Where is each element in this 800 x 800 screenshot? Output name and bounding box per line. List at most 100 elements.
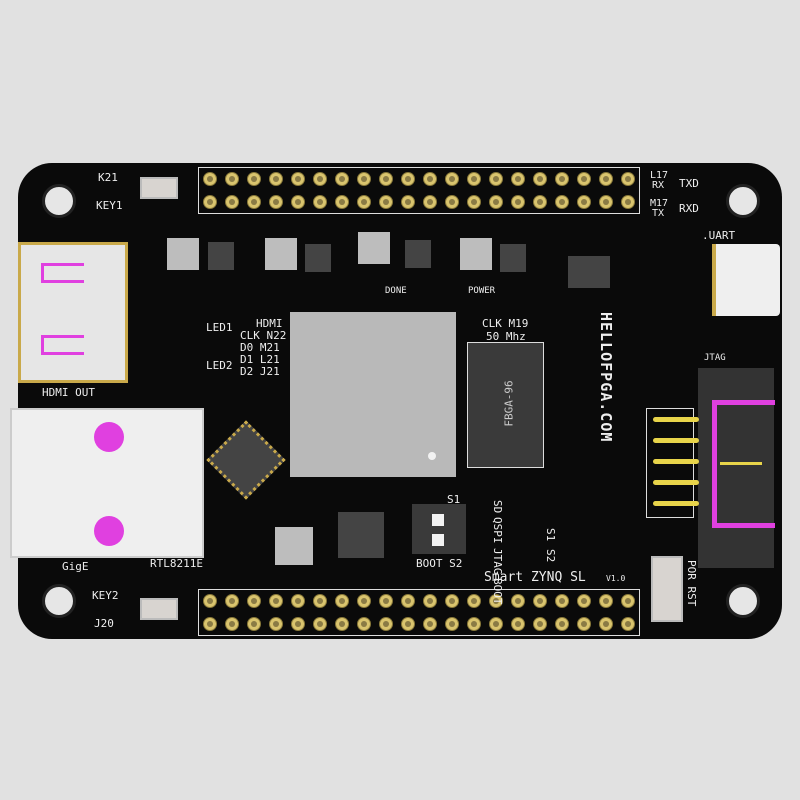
header-pin [335, 616, 349, 631]
board-version: V1.0 [606, 574, 626, 583]
zynq-soc-chip [290, 312, 456, 477]
mounting-hole [42, 584, 76, 618]
hdmi-d1: D1 L21 [240, 353, 280, 366]
led1-label: LED1 [206, 321, 233, 334]
header-pin [489, 616, 503, 631]
header-pin [511, 194, 525, 209]
header-pin [423, 616, 437, 631]
header-pin [445, 594, 459, 609]
inductor [275, 527, 313, 565]
key1-button[interactable] [140, 177, 178, 199]
ddr-memory-chip: FBGA-96 [467, 342, 544, 468]
usb-uart-chip [568, 256, 610, 288]
header-pin [621, 194, 635, 209]
l17-label: L17 [650, 170, 669, 181]
header-pin [599, 172, 613, 187]
txd-label: TXD [679, 177, 699, 190]
header-pin [489, 594, 503, 609]
hdmi-clk: CLK N22 [240, 329, 287, 342]
jtag-pin [653, 459, 699, 464]
header-pin [533, 616, 547, 631]
header-pin [379, 616, 393, 631]
header-pin [203, 594, 217, 609]
done-label: DONE [385, 286, 407, 296]
header-pin [621, 172, 635, 187]
boot-row-s2: S2 [544, 549, 557, 563]
key2-button[interactable] [140, 598, 178, 620]
jtag-pin [653, 417, 699, 422]
boot-dip-switch[interactable] [412, 504, 466, 554]
por-rst-label: POR RST [685, 560, 698, 607]
header-pin [203, 194, 217, 209]
por-reset-button[interactable] [651, 556, 683, 622]
jtag-connector[interactable] [698, 368, 775, 568]
header-pin [533, 594, 547, 609]
j20-label: J20 [94, 617, 114, 630]
hdmi-d0: D0 M21 [240, 341, 280, 354]
header-pin [247, 616, 261, 631]
rxd-label: RXD [679, 202, 699, 215]
header-pin [621, 594, 635, 609]
power-label: POWER [468, 286, 496, 296]
header-pin [291, 172, 305, 187]
header-pin [225, 172, 239, 187]
header-pin [225, 616, 239, 631]
inductor [358, 232, 390, 264]
header-pin [599, 616, 613, 631]
header-pin [423, 594, 437, 609]
phy-label: RTL8211E [150, 557, 203, 570]
header-pin [225, 594, 239, 609]
regulator-chip [305, 244, 331, 272]
header-pin [577, 172, 591, 187]
boot-col-boot: BOOT [491, 578, 504, 605]
usb-c-uart-port[interactable] [712, 244, 780, 316]
header-pin [313, 194, 327, 209]
inductor [167, 238, 199, 270]
header-pin [269, 616, 283, 631]
hdmi-out-label: HDMI OUT [42, 386, 95, 399]
header-pin [511, 594, 525, 609]
header-pin [555, 616, 569, 631]
header-pin [247, 172, 261, 187]
m17-label: M17 [650, 198, 669, 209]
header-pin [423, 194, 437, 209]
header-pin [357, 594, 371, 609]
header-pin [269, 594, 283, 609]
header-pin [489, 172, 503, 187]
header-pin [379, 594, 393, 609]
header-pin [533, 194, 547, 209]
header-pin [291, 616, 305, 631]
header-pin [401, 616, 415, 631]
boot-col-qspi: QSPI [491, 517, 504, 544]
header-pin [445, 194, 459, 209]
boot-row-s1: S1 [544, 528, 557, 542]
header-pin [401, 594, 415, 609]
hdmi-connector [18, 242, 128, 383]
jtag-pins [646, 408, 699, 518]
hdmi-pin-table: HDMI CLK N22 D0 M21 D1 L21 D2 J21 [240, 318, 286, 378]
header-pin [335, 172, 349, 187]
hdmi-title: HDMI [256, 317, 283, 330]
mounting-hole [42, 184, 76, 218]
header-pin [445, 616, 459, 631]
header-pin [335, 594, 349, 609]
header-pin [555, 194, 569, 209]
header-pin [335, 194, 349, 209]
freq-label: 50 Mhz [486, 330, 526, 343]
brand-label: HELLOFPGA.COM [597, 312, 615, 443]
header-pin [599, 194, 613, 209]
s1-label: S1 [447, 493, 461, 506]
mounting-hole [726, 184, 760, 218]
header-pin [445, 172, 459, 187]
header-pin [291, 594, 305, 609]
jtag-label: JTAG [704, 353, 726, 363]
header-pin [313, 172, 327, 187]
pin-header-top [198, 167, 640, 214]
header-pin [357, 172, 371, 187]
header-pin [247, 594, 261, 609]
header-pin [203, 172, 217, 187]
header-pin [423, 172, 437, 187]
pin-header-bottom [198, 589, 640, 636]
header-pin [467, 594, 481, 609]
header-pin [555, 594, 569, 609]
